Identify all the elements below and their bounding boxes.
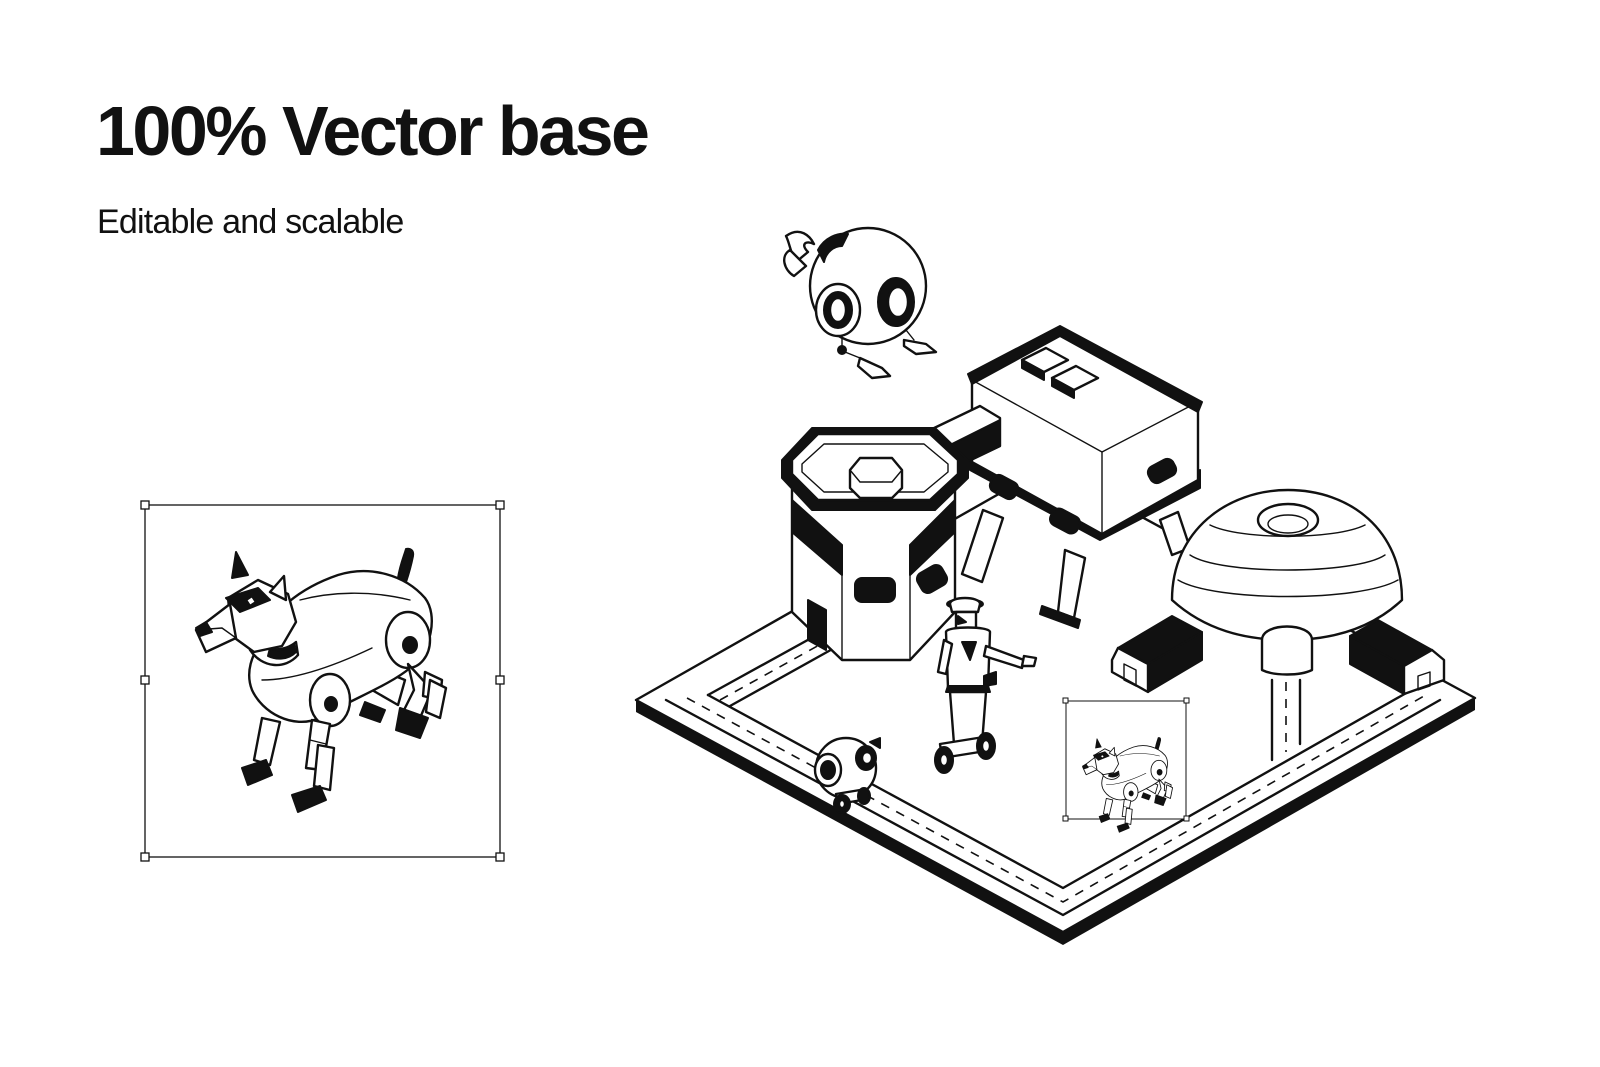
barn-left (1110, 615, 1203, 694)
barn-right (1349, 619, 1446, 696)
small-wheeled-robot (813, 736, 881, 814)
selection-handles[interactable] (140, 500, 505, 862)
page-subtitle: Editable and scalable (97, 203, 404, 241)
dome-building (1170, 488, 1404, 676)
robot-dog-illustration[interactable] (194, 547, 448, 813)
police-robot (934, 596, 1038, 774)
page-title: 100% Vector base (96, 92, 650, 170)
octagon-building (781, 427, 969, 662)
selection-box[interactable] (140, 500, 505, 862)
flying-robot (783, 226, 938, 380)
